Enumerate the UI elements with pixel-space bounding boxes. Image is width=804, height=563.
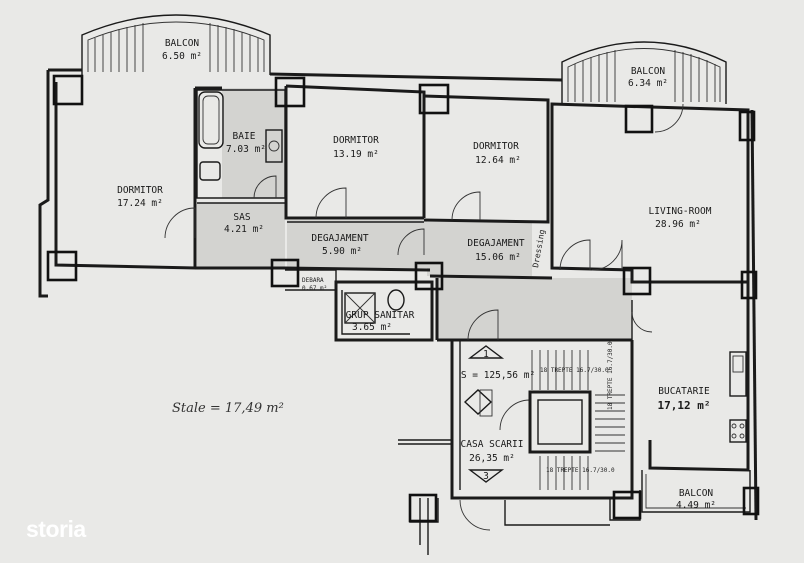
stair-top-number: 1 xyxy=(483,349,489,360)
storia-logo: storia xyxy=(26,516,86,542)
stair-area-label: S = 125,56 m² xyxy=(461,370,535,381)
balcon-left-area: 6.50 m² xyxy=(162,51,202,62)
living-label: LIVING-ROOM xyxy=(649,206,712,217)
sink-icon xyxy=(265,129,283,163)
bucatarie-area: 17,12 m² xyxy=(658,399,711,412)
grup-sanitar-label: GRUP SANITAR xyxy=(346,310,415,321)
handwritten-total: Stale = 17,49 m² xyxy=(172,401,284,416)
dormitor2-label: DORMITOR xyxy=(333,135,379,146)
trepte-label-3: 18 TREPTE 16.7/30.0 xyxy=(546,467,615,474)
balcon-left-label: BALCON xyxy=(165,38,200,49)
toilet-icon xyxy=(199,161,221,181)
sas-area: 4.21 m² xyxy=(224,224,264,235)
grup-sanitar-area: 3.65 m² xyxy=(352,322,392,333)
trepte-label-2: 18 TREPTE 16.7/30.0 xyxy=(607,341,614,410)
baie-area: 7.03 m² xyxy=(226,144,266,155)
balcony-right xyxy=(561,41,727,104)
balcon-right-label: BALCON xyxy=(631,66,666,77)
stair-bottom-number: 3 xyxy=(483,471,489,482)
dormitor1-area: 17.24 m² xyxy=(117,198,163,209)
dormitor3-label: DORMITOR xyxy=(473,141,519,152)
debara-label: DEBARA xyxy=(302,277,324,284)
sas-label: SAS xyxy=(233,212,250,223)
dormitor2-area: 13.19 m² xyxy=(333,149,379,160)
shower-icon xyxy=(344,292,376,324)
casa-scarii-area: 26,35 m² xyxy=(469,453,515,464)
kitchen-sink-icon xyxy=(729,351,747,397)
walls xyxy=(38,68,758,555)
balcony-left xyxy=(81,14,271,75)
room-labels: BALCON 6.50 m² BALCON 6.34 m² DORMITOR 1… xyxy=(117,38,716,511)
degajament2-area: 15.06 m² xyxy=(475,252,521,263)
wc-icon xyxy=(387,289,405,311)
trepte-label-1: 18 TREPTE 16.7/30.0 xyxy=(540,367,609,374)
staircase xyxy=(463,345,625,490)
dormitor1-label: DORMITOR xyxy=(117,185,163,196)
bucatarie-label: BUCATARIE xyxy=(658,386,710,397)
degajament1-label: DEGAJAMENT xyxy=(311,233,368,244)
structural-columns xyxy=(46,74,760,523)
degajament1-area: 5.90 m² xyxy=(322,246,362,257)
debara-area: 0.67 m² xyxy=(302,285,327,292)
baie-label: BAIE xyxy=(233,131,256,142)
fixtures xyxy=(198,91,747,443)
bathtub-icon xyxy=(198,91,224,149)
balcon-bottom-area: 4.49 m² xyxy=(676,500,716,511)
living-area: 28.96 m² xyxy=(655,219,701,230)
dormitor3-area: 12.64 m² xyxy=(475,155,521,166)
casa-scarii-label: CASA SCARII xyxy=(461,439,524,450)
doors xyxy=(164,103,684,531)
balcon-bottom-label: BALCON xyxy=(679,488,714,499)
balcon-right-area: 6.34 m² xyxy=(628,78,668,89)
degajament2-label: DEGAJAMENT xyxy=(467,238,524,249)
stove-icon xyxy=(729,419,747,443)
